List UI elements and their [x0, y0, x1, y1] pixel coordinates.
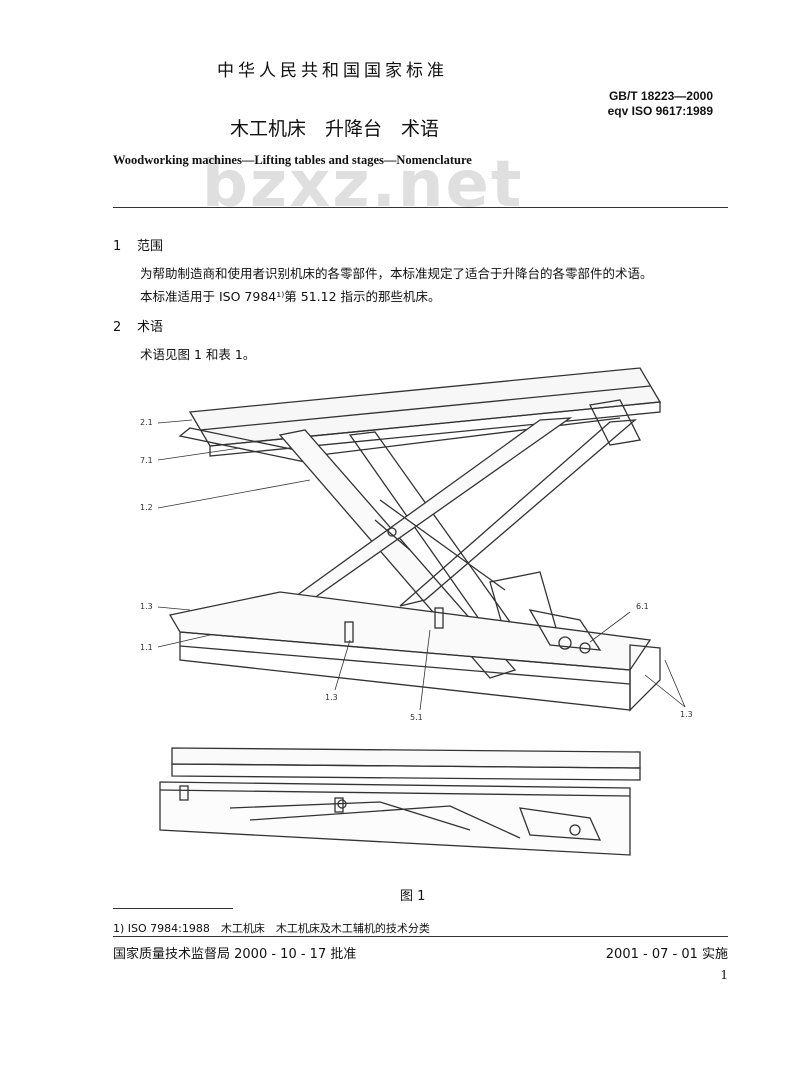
equivalent-standard: eqv ISO 9617:1989: [607, 104, 713, 118]
callout-1-2: 1.2: [140, 503, 153, 512]
title-divider: [113, 207, 728, 208]
scope-paragraph-2: 本标准适用于 ISO 7984¹⁾第 51.12 指示的那些机床。: [140, 289, 441, 304]
scope-paragraph-1: 为帮助制造商和使用者识别机床的各零部件，本标准规定了适合于升降台的各零部件的术语…: [140, 266, 653, 281]
figure-caption: 图 1: [400, 889, 426, 904]
section-title: 术语: [137, 320, 164, 335]
section-number: 2: [113, 320, 122, 335]
footnote: 1) ISO 7984:1988 木工机床 木工机床及木工辅机的技术分类: [113, 922, 430, 935]
terms-paragraph: 术语见图 1 和表 1。: [140, 347, 256, 362]
document-title-cn: 木工机床 升降台 术语: [230, 118, 440, 140]
watermark: bzxz.net: [202, 148, 524, 222]
standard-number-block: GB/T 18223—2000 eqv ISO 9617:1989: [608, 89, 713, 119]
lower-base-frame: [168, 591, 661, 712]
footer-divider: [113, 936, 728, 937]
callout-1-3-right: 1.3: [680, 710, 693, 719]
national-standard-heading: 中华人民共和国国家标准: [217, 61, 448, 81]
callout-7-1: 7.1: [140, 456, 153, 465]
implementation-date: 2001 - 07 - 01 实施: [605, 947, 728, 962]
callout-6-1: 6.1: [636, 602, 649, 611]
callout-1-1: 1.1: [140, 643, 153, 652]
section-2-heading: 2 术语: [113, 316, 163, 335]
lifting-table-figure: 2.1 7.1 1.2 1.3 1.1 6.1 1.3 5.1 1.3: [140, 367, 693, 856]
callout-1-3-bottom: 1.3: [325, 693, 338, 702]
callout-2-1: 2.1: [140, 418, 153, 427]
document-title-en: Woodworking machines—Lifting tables and …: [113, 153, 472, 167]
footnote-divider: [113, 908, 233, 909]
section-title: 范围: [137, 239, 164, 254]
lowered-table-drawing: [159, 747, 641, 856]
page-number: 1: [720, 968, 728, 982]
section-number: 1: [113, 239, 122, 254]
callout-5-1: 5.1: [410, 713, 423, 722]
upper-platform: [178, 367, 662, 464]
section-1-heading: 1 范围: [113, 235, 163, 254]
callout-1-3-left: 1.3: [140, 602, 153, 611]
approval-date: 国家质量技术监督局 2000 - 10 - 17 批准: [113, 947, 357, 962]
callout-leaders: [157, 419, 686, 711]
standard-number: GB/T 18223—2000: [608, 89, 713, 103]
